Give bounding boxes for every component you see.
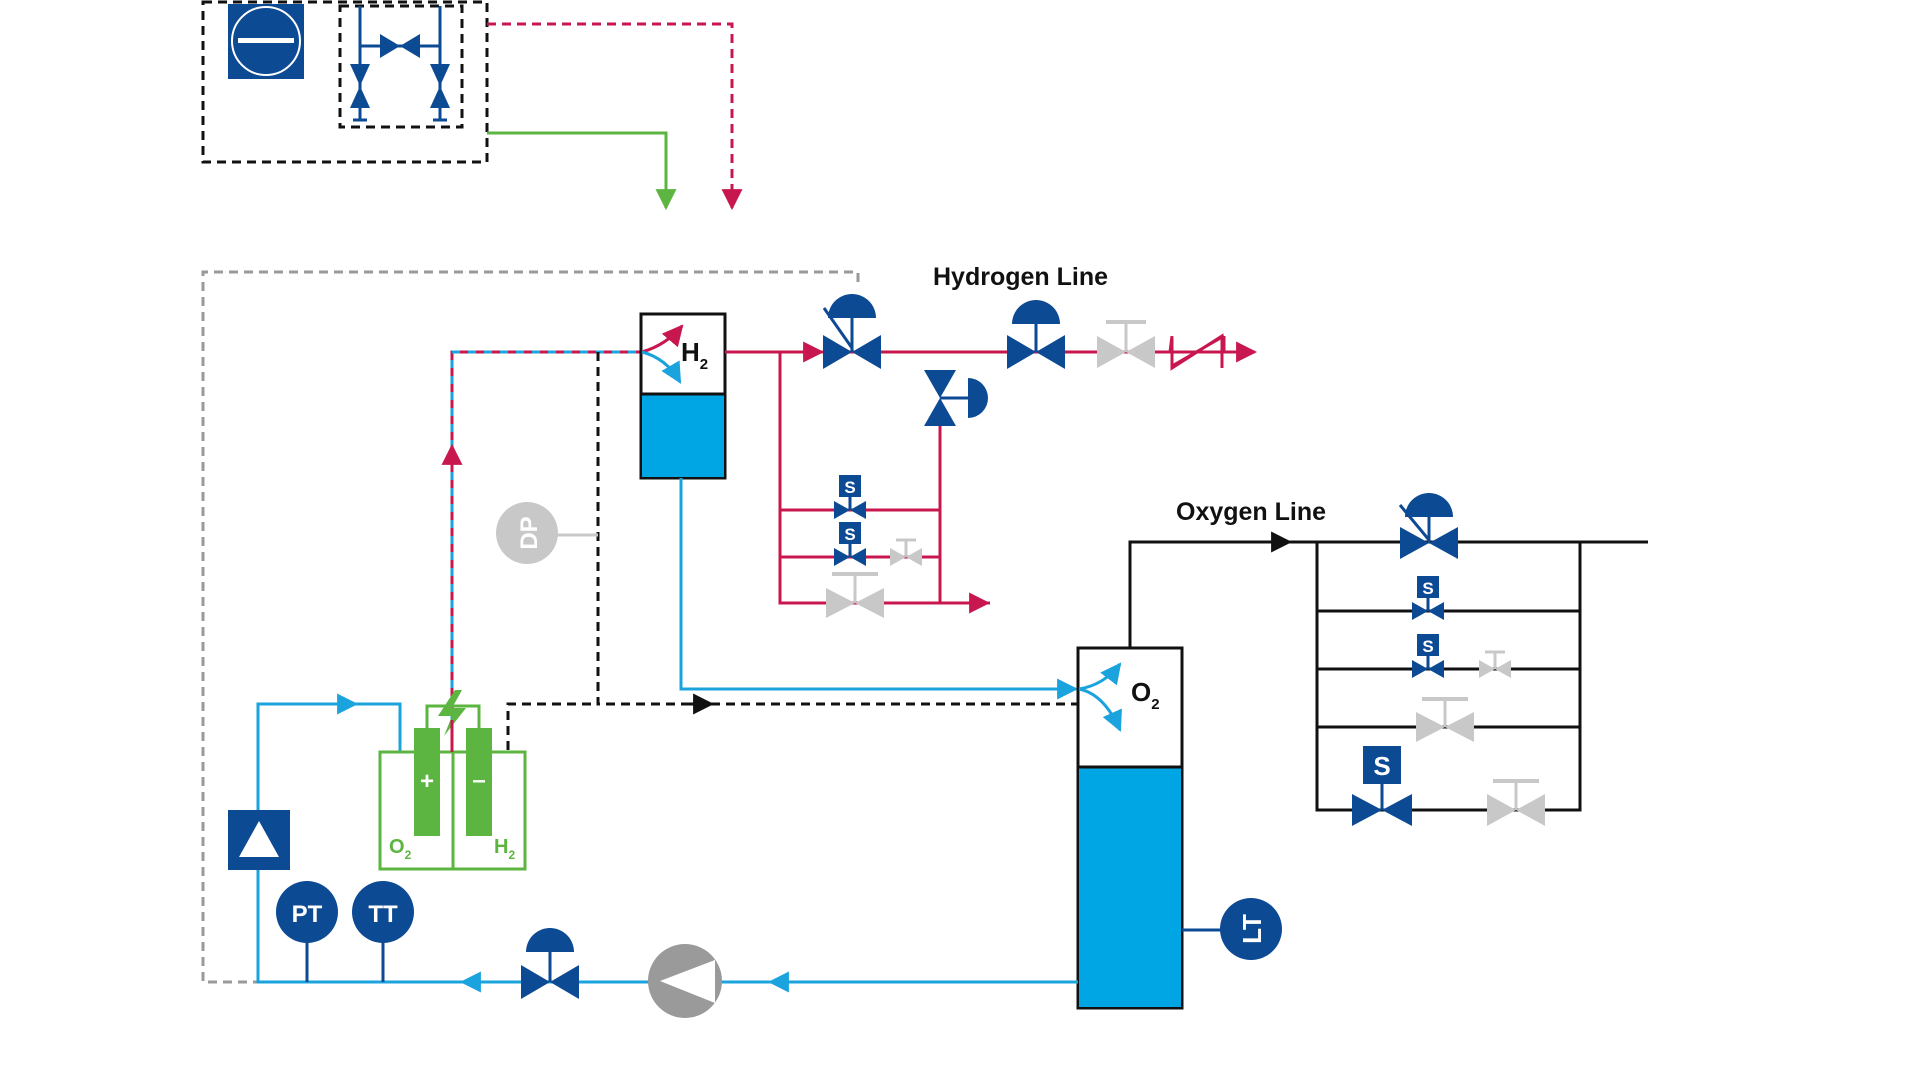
- cathode-electrode: [466, 728, 492, 836]
- solenoid-label: S: [844, 525, 855, 544]
- manifold-left-valve-icon[interactable]: [350, 64, 370, 108]
- valve-manifold-boundary: [338, 4, 464, 129]
- dp-label: DP: [516, 516, 543, 549]
- o2-tank-water-level: [1079, 767, 1181, 1007]
- level-transmitter[interactable]: LT: [1182, 898, 1282, 960]
- manifold-equalizing-valve-icon[interactable]: [380, 34, 420, 58]
- solenoid-label: S: [1422, 637, 1433, 656]
- tt-label: TT: [368, 901, 398, 928]
- oxygen-manual-valve-icon[interactable]: [1416, 697, 1474, 742]
- h2-water-arrow: [641, 350, 682, 384]
- h2-tank-label: H2: [681, 337, 708, 373]
- o2-gas-arrow: [1078, 662, 1122, 691]
- electrolyzer-h2-label: H2: [494, 836, 515, 862]
- hydrogen-small-manual-valve-icon[interactable]: [890, 538, 922, 566]
- electrolyzer-dp-tap: [506, 702, 598, 750]
- oxygen-line-label: Oxygen Line: [1176, 498, 1326, 526]
- cathode-minus: –: [472, 767, 485, 794]
- signal-line-green: [487, 131, 677, 211]
- hydrogen-solenoid-valve-2-icon[interactable]: S: [834, 522, 866, 566]
- electrolyzer-stack: + – O2 H2: [378, 690, 527, 871]
- h2-separator-tank: H2: [639, 312, 727, 480]
- solenoid-label: S: [1422, 579, 1433, 598]
- manifold-right-valve-icon[interactable]: [430, 64, 450, 108]
- oxygen-solenoid-valve-2-icon[interactable]: S: [1412, 634, 1444, 678]
- h2-water-return-line: [679, 478, 1079, 700]
- pt-label: PT: [292, 901, 323, 928]
- hydrogen-check-valve-zigzag: [1170, 334, 1226, 368]
- o2-water-arrow: [1078, 687, 1122, 732]
- controller-display-bar: [238, 38, 294, 43]
- anode-electrode: [414, 728, 440, 836]
- dp-signal-line: [560, 352, 1080, 706]
- heat-exchanger-icon[interactable]: [228, 810, 290, 870]
- lt-label: LT: [1237, 914, 1267, 944]
- oxygen-bypass-manual-valve-icon[interactable]: [1487, 779, 1545, 826]
- signal-line-red: [487, 22, 743, 211]
- solenoid-label: S: [1373, 751, 1390, 781]
- gray-control-signal-loop: [201, 270, 860, 984]
- controller-boundary: [201, 0, 489, 164]
- solenoid-label: S: [844, 478, 855, 497]
- oxygen-main-line: [1128, 540, 1648, 647]
- o2-separator-tank: O2: [1076, 646, 1184, 1010]
- hydrogen-pressure-control-valve-icon[interactable]: [822, 294, 881, 369]
- oxygen-bypass-manifold: [1315, 542, 1582, 812]
- lightning-icon: [438, 690, 466, 736]
- electrolyzer-to-h2-line-blue: [450, 350, 640, 720]
- electrolyzer-o2-label: O2: [389, 836, 412, 862]
- temperature-transmitter[interactable]: TT: [352, 881, 414, 982]
- hydrogen-bypass-manual-valve-icon[interactable]: [826, 572, 884, 618]
- anode-plus: +: [420, 768, 434, 795]
- water-control-valve-icon[interactable]: [521, 928, 579, 999]
- h2-gas-arrow: [641, 324, 684, 354]
- circulation-pump-icon[interactable]: [648, 944, 722, 1018]
- oxygen-large-solenoid-valve-icon[interactable]: S: [1352, 746, 1412, 826]
- hydrogen-control-valve-icon[interactable]: [1007, 300, 1065, 369]
- oxygen-pressure-control-valve-icon[interactable]: [1398, 493, 1458, 559]
- oxygen-solenoid-valve-1-icon[interactable]: S: [1412, 576, 1444, 620]
- valve-manifold: [358, 6, 442, 120]
- h2-tank-water-level: [642, 394, 724, 477]
- hydrogen-manual-valve-icon[interactable]: [1097, 320, 1155, 368]
- hydrogen-line-label: Hydrogen Line: [933, 263, 1108, 291]
- o2-tank-label: O2: [1131, 677, 1160, 713]
- oxygen-small-manual-valve-icon[interactable]: [1479, 650, 1511, 678]
- dp-transmitter[interactable]: DP: [496, 502, 598, 564]
- pressure-transmitter[interactable]: PT: [276, 881, 338, 982]
- hydrogen-vertical-control-valve-icon[interactable]: [924, 370, 988, 426]
- controller-block: [201, 0, 489, 164]
- hydrogen-bypass-manifold: [778, 352, 990, 605]
- hydrogen-solenoid-valve-1-icon[interactable]: S: [834, 475, 866, 519]
